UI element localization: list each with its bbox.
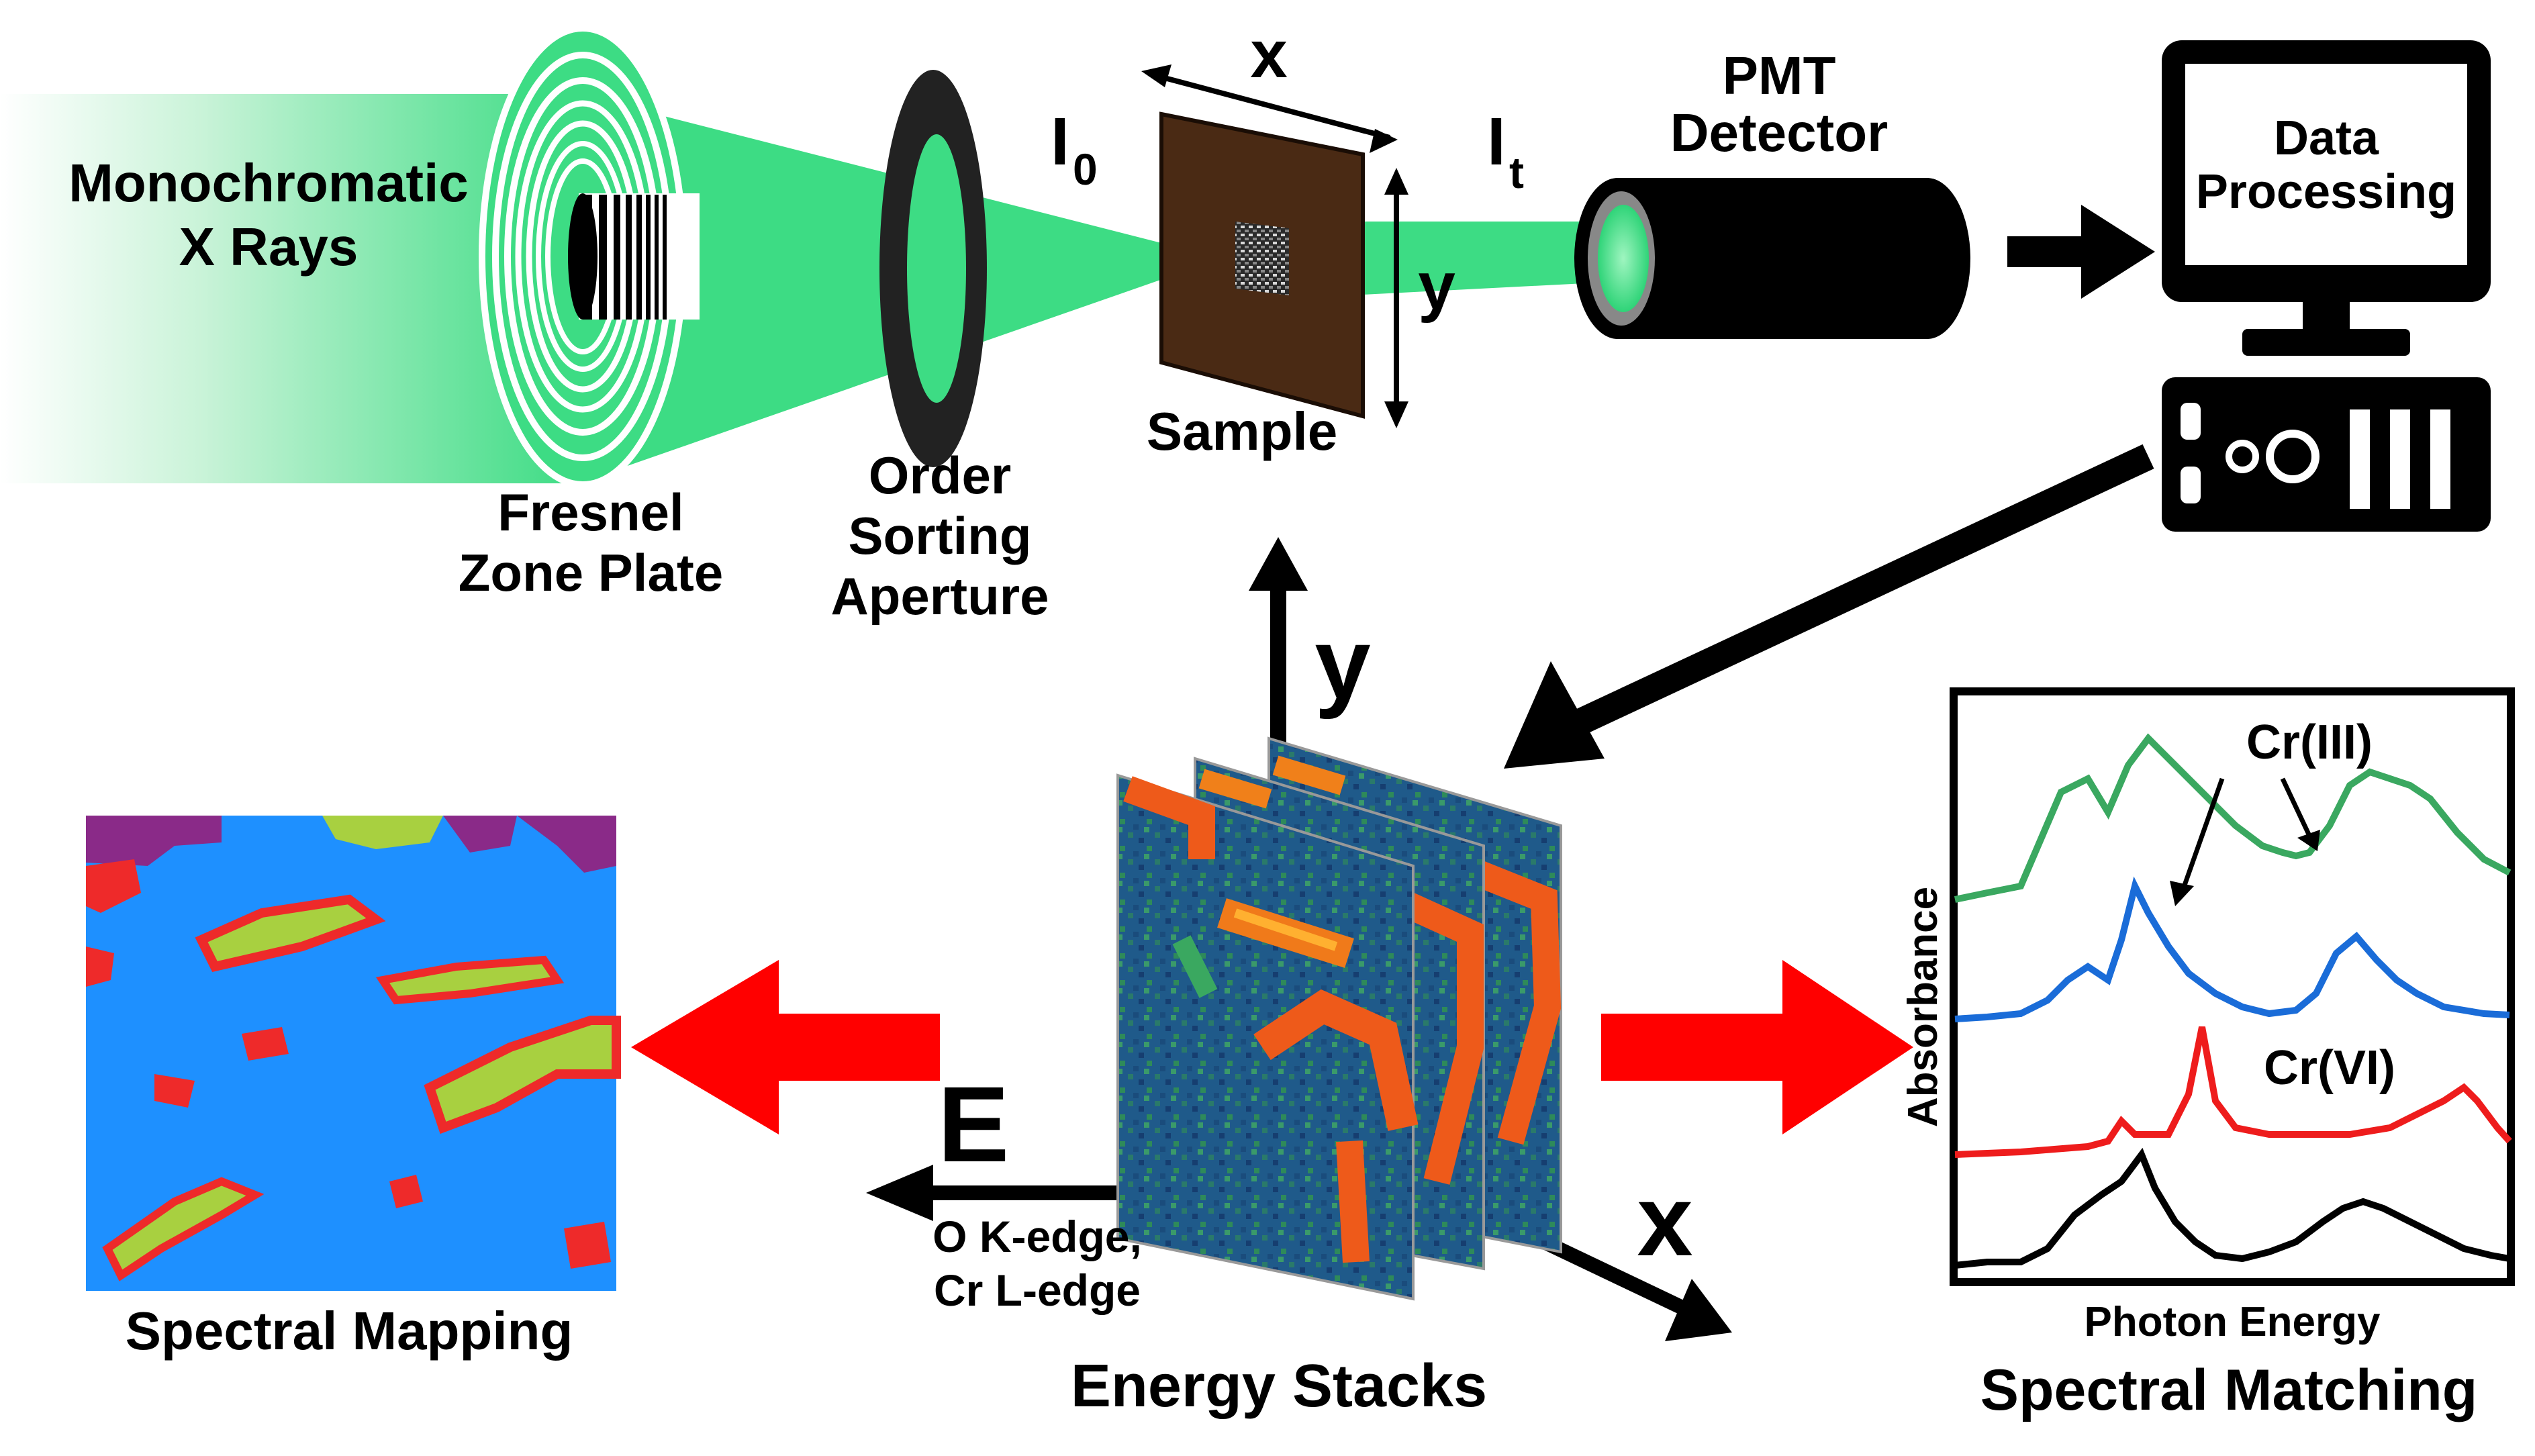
sample-icon (1159, 111, 1365, 419)
spectrum-black (1954, 1147, 2510, 1269)
detector-label-line2: Detector (1670, 103, 1888, 162)
energy-stacks-label: Energy Stacks (1071, 1353, 1487, 1420)
stack-x-label: x (1637, 1164, 1692, 1277)
spectra-plot-frame (1950, 687, 2515, 1286)
stack-e-label: E (938, 1064, 1010, 1184)
stack-y-axis-arrow (1249, 537, 1308, 759)
spectral-mapping-label: Spectral Mapping (126, 1301, 573, 1361)
energy-stack-frame-1 (1116, 773, 1419, 1301)
screen-label-line2: Processing (2196, 165, 2456, 219)
cr3-label: Cr(III) (2246, 716, 2373, 769)
computer-tower-icon (2162, 377, 2491, 532)
edges-label-line2: Cr L-edge (934, 1265, 1141, 1315)
i0-subscript: 0 (1073, 144, 1098, 194)
spectrum-blue (1954, 876, 2510, 1022)
it-label: I (1487, 104, 1506, 179)
source-label-line1: Monochromatic (68, 153, 469, 213)
sample-x-label: x (1250, 17, 1288, 92)
aperture-label-line3: Aperture (830, 567, 1049, 626)
spectra-plot (1950, 687, 2515, 1286)
i0-label: I (1051, 104, 1069, 179)
cr6-label: Cr(VI) (2264, 1041, 2395, 1095)
spectrum-green (1954, 733, 2512, 903)
aperture-label-line2: Sorting (849, 506, 1032, 565)
transmitted-beam (1349, 222, 1611, 295)
stack-energy-axis-arrow (866, 1165, 1135, 1221)
aperture-label-line1: Order (869, 446, 1011, 505)
sample-x-dimension-arrow (1141, 64, 1398, 153)
sample-y-label: y (1418, 248, 1455, 324)
spectral-map-image (86, 816, 621, 1291)
computer-to-stacks-arrow (1504, 444, 2154, 769)
to-spectral-mapping-arrow (631, 960, 940, 1134)
stack-x-axis-arrow (1541, 1235, 1732, 1341)
it-subscript: t (1509, 148, 1524, 197)
spectrum-red (1954, 1026, 2512, 1158)
to-spectral-matching-arrow (1601, 960, 1913, 1134)
order-sorting-aperture-icon (879, 70, 987, 467)
sample-y-dimension-arrow (1384, 168, 1408, 428)
pmt-detector-icon (1574, 178, 1970, 339)
source-label-line2: X Rays (179, 217, 358, 277)
stack-y-label: y (1314, 607, 1370, 720)
zone-plate-label-line2: Zone Plate (459, 543, 723, 602)
edges-label-line1: O K-edge, (932, 1212, 1142, 1261)
plot-ylabel: Absorbance (1900, 887, 1946, 1127)
plot-xlabel: Photon Energy (2085, 1299, 2381, 1345)
zone-plate-label-line1: Fresnel (497, 483, 683, 542)
detector-label-line1: PMT (1723, 46, 1836, 105)
computer-monitor-icon (2162, 40, 2491, 356)
screen-label-line1: Data (2274, 111, 2379, 165)
sample-label: Sample (1147, 401, 1338, 461)
cr3-callout-arrows (2170, 777, 2320, 906)
spectral-matching-label: Spectral Matching (1980, 1358, 2478, 1422)
fresnel-zone-plate-icon (479, 25, 700, 488)
detector-to-computer-arrow (2007, 205, 2155, 299)
